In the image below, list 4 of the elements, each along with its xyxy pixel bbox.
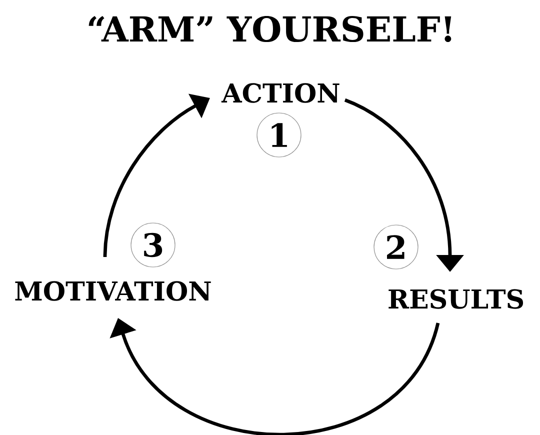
stage-label: MOTIVATION: [15, 281, 211, 301]
stage-label: ACTION: [221, 83, 340, 103]
title: “ARM” YOURSELF!: [88, 16, 452, 42]
stage-label: RESULTS: [388, 289, 524, 309]
